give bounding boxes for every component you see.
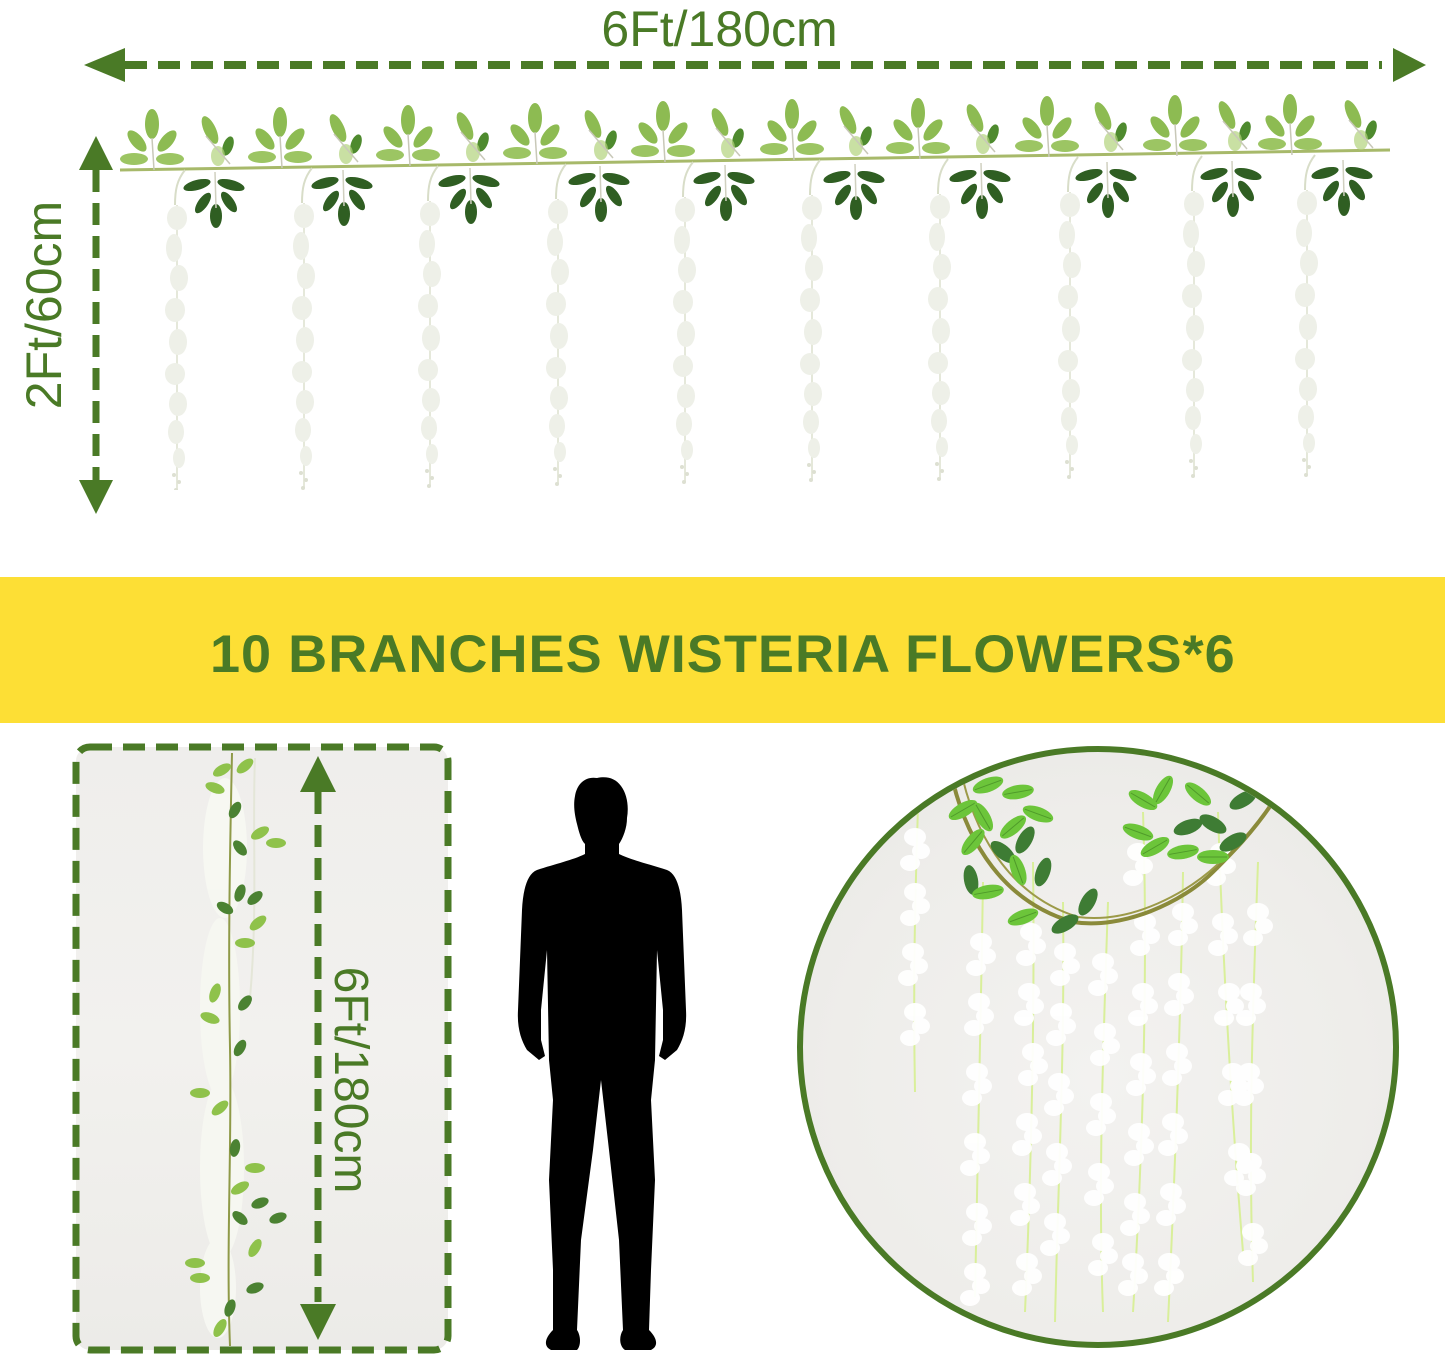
single-garland-illustration (185, 752, 289, 1347)
wisteria-detail-circle (797, 746, 1399, 1348)
width-text: 6Ft/180cm (601, 1, 838, 57)
vertical-double-arrow-icon (79, 136, 113, 514)
horizontal-double-arrow-icon (84, 48, 1426, 82)
product-banner: 10 BRANCHES WISTERIA FLOWERS*6 (0, 577, 1445, 723)
length-text: 6Ft/180cm (324, 966, 377, 1194)
height-text: 2Ft/60cm (16, 200, 72, 410)
wisteria-garland-illustration (119, 93, 1391, 490)
length-dimension-label: 6Ft/180cm (320, 930, 380, 1230)
dashed-frame (72, 743, 452, 1354)
height-dimension-label: 2Ft/60cm (14, 160, 74, 450)
person-silhouette-icon (517, 777, 687, 1350)
length-double-arrow-icon (300, 756, 336, 1340)
single-strand-length-panel (76, 747, 448, 1350)
width-dimension-label: 6Ft/180cm (0, 0, 1445, 60)
banner-title: 10 BRANCHES WISTERIA FLOWERS*6 (209, 624, 1236, 684)
wisteria-closeup-illustration (898, 772, 1275, 1323)
